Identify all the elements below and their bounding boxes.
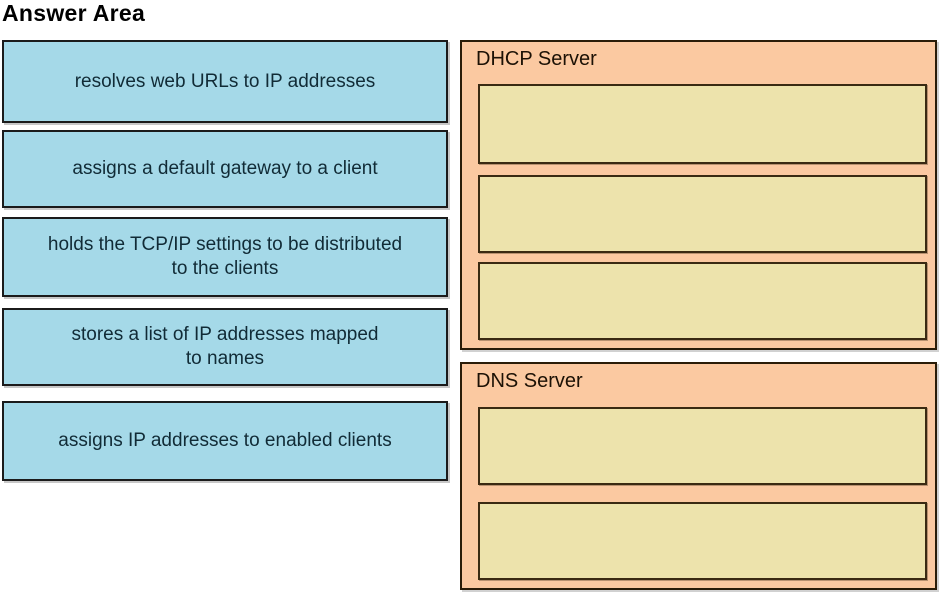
drag-option-assigns-default-gateway[interactable]: assigns a default gateway to a client xyxy=(2,130,448,208)
dhcp-drop-slot-3[interactable] xyxy=(478,262,927,340)
drag-option-label: resolves web URLs to IP addresses xyxy=(74,70,376,92)
drag-option-label: assigns IP addresses to enabled clients xyxy=(58,430,392,451)
drag-option-assigns-ip-addresses[interactable]: assigns IP addresses to enabled clients xyxy=(2,401,448,481)
dhcp-drop-slot-2[interactable] xyxy=(478,175,927,253)
drag-option-label: stores a list of IP addresses mapped to … xyxy=(71,324,379,369)
page-title: Answer Area xyxy=(2,0,146,26)
drag-option-label: assigns a default gateway to a client xyxy=(72,158,378,179)
dhcp-drop-slot-1[interactable] xyxy=(478,84,927,164)
dhcp-server-panel: DHCP Server xyxy=(460,40,937,350)
drag-option-label: holds the TCP/IP settings to be distribu… xyxy=(47,234,403,279)
dns-server-panel: DNS Server xyxy=(460,362,937,590)
dns-drop-slot-1[interactable] xyxy=(478,407,927,485)
drag-option-stores-ip-list[interactable]: stores a list of IP addresses mapped to … xyxy=(2,308,448,386)
drag-option-holds-tcpip-settings[interactable]: holds the TCP/IP settings to be distribu… xyxy=(2,217,448,297)
dhcp-server-title: DHCP Server xyxy=(476,48,597,70)
dns-drop-slot-2[interactable] xyxy=(478,502,927,580)
drag-option-resolves-web-urls[interactable]: resolves web URLs to IP addresses xyxy=(2,40,448,123)
dns-server-title: DNS Server xyxy=(476,370,583,392)
